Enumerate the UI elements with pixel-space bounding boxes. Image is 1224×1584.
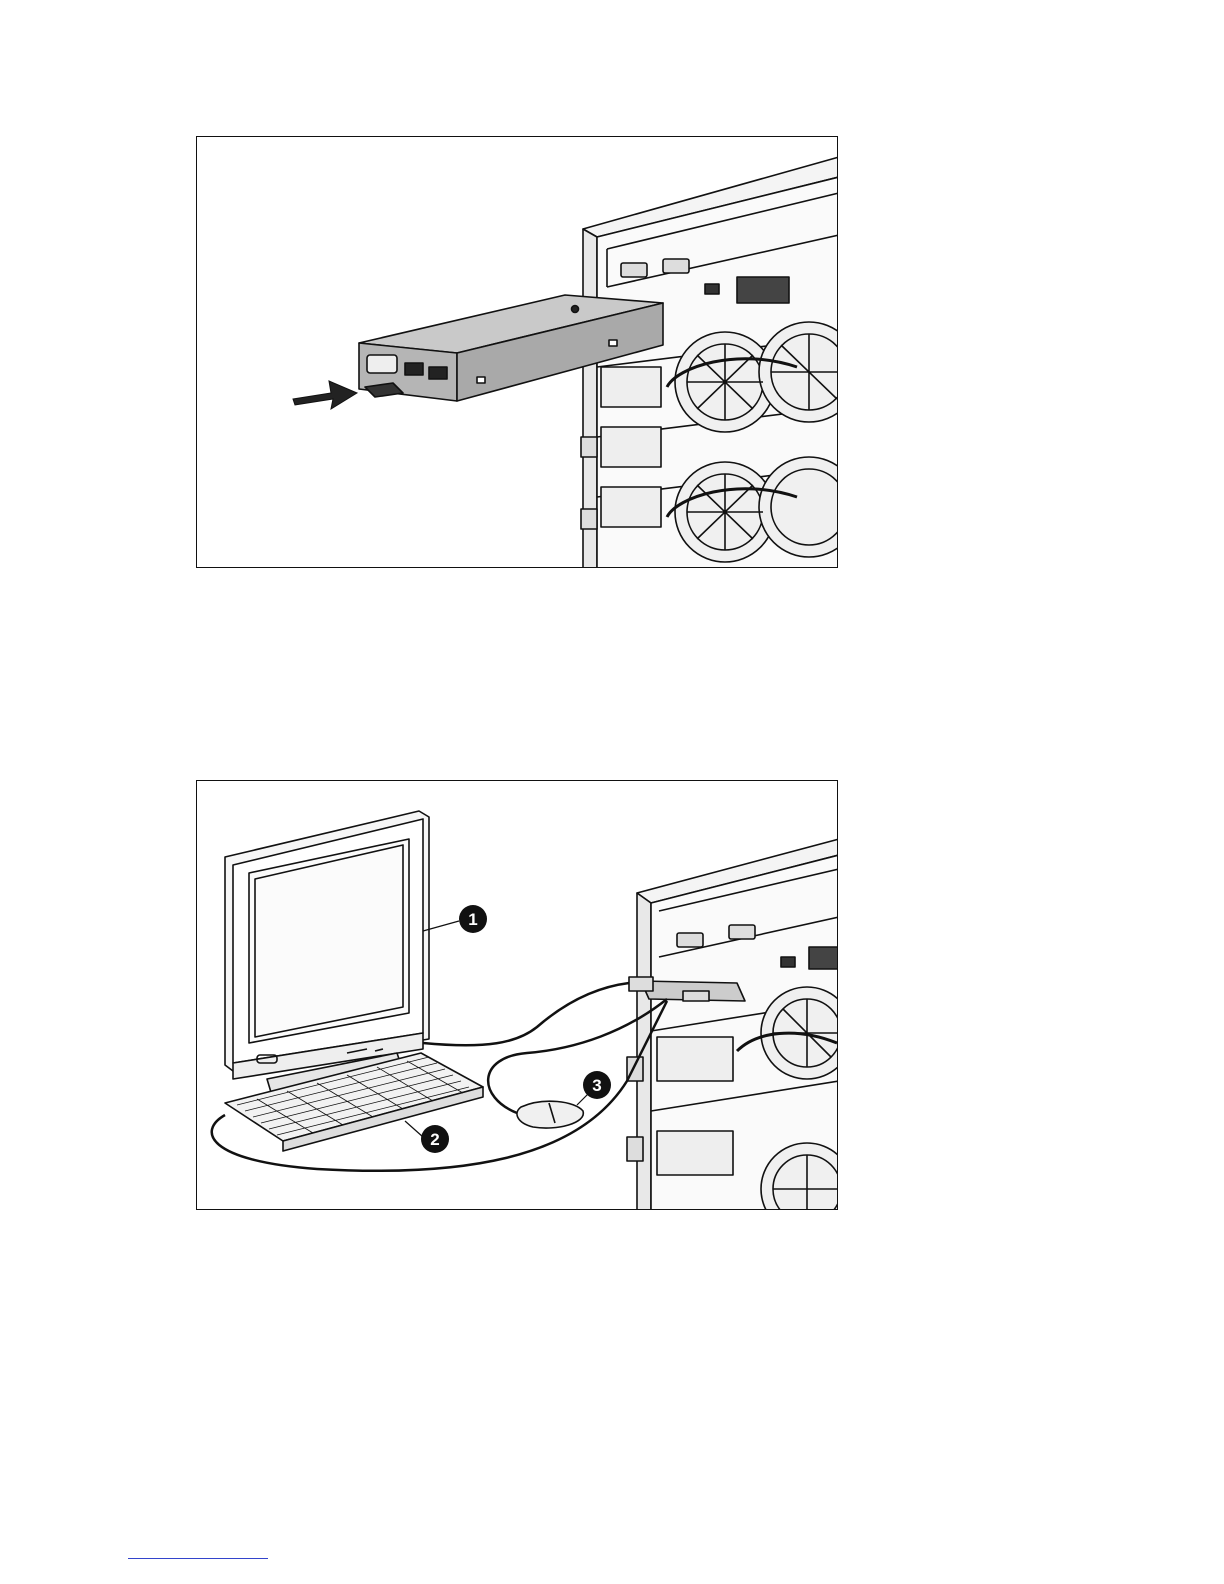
callout-3-label: 3 — [592, 1076, 601, 1095]
enclosure-illustration — [197, 137, 838, 568]
figure-insert-module — [196, 136, 838, 568]
callout-2-label: 2 — [430, 1130, 439, 1149]
callout-2: 2 — [421, 1125, 449, 1153]
callout-1-label: 1 — [468, 910, 477, 929]
footer-link-underline — [128, 1558, 268, 1559]
peripherals-illustration: 1 2 3 — [197, 781, 838, 1210]
callout-3: 3 — [583, 1071, 611, 1099]
callout-1: 1 — [459, 905, 487, 933]
figure-connect-peripherals: 1 2 3 — [196, 780, 838, 1210]
